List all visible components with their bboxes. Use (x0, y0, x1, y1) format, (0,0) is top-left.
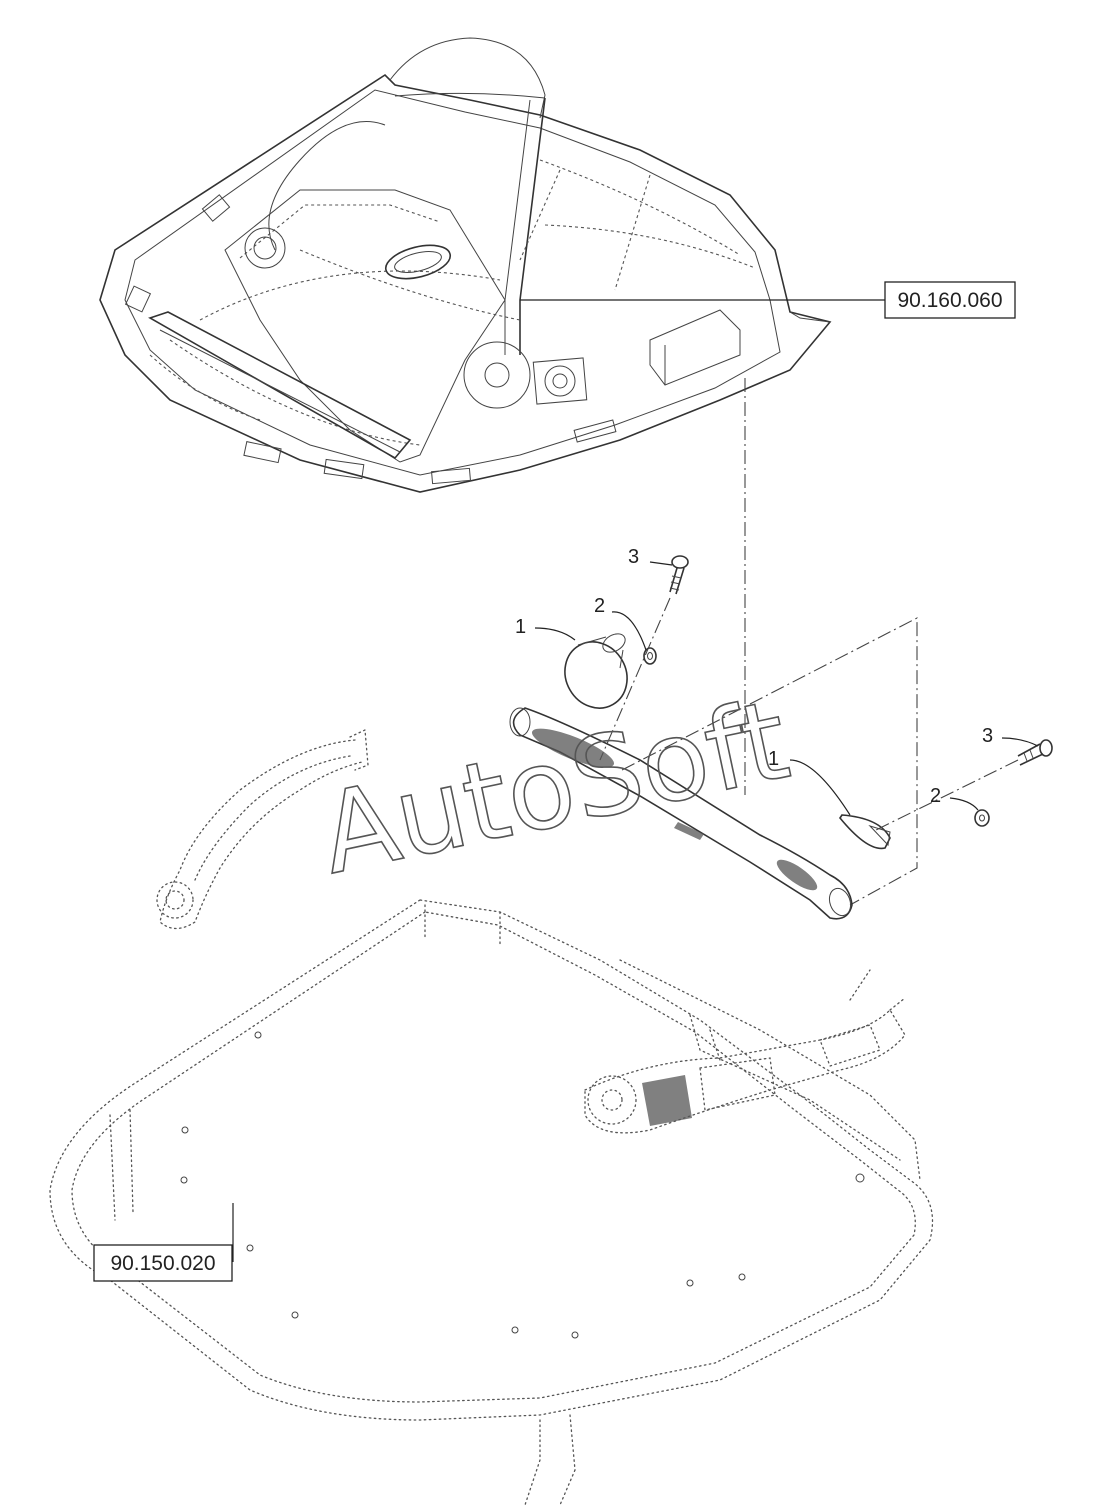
svg-text:90.160.060: 90.160.060 (897, 289, 1002, 312)
screw-right-leader (1001, 737, 1039, 747)
speaker-right-leader (789, 759, 851, 816)
washer-left (643, 647, 657, 665)
right-duct (584, 969, 906, 1134)
air-duct (509, 707, 853, 920)
screw-left (669, 555, 689, 595)
roof-reference-label[interactable]: 90.160.060 (884, 281, 1016, 319)
svg-text:90.150.020: 90.150.020 (110, 1252, 215, 1275)
washer-left-leader (611, 611, 647, 651)
left-fastener-axis (599, 597, 671, 761)
screw-right (1017, 739, 1053, 766)
speaker-left-leader (534, 627, 576, 641)
watermark: AutoSoft (310, 675, 799, 898)
washer-left-callout: 2 (594, 595, 605, 617)
speaker-left-callout: 1 (515, 616, 526, 638)
cab-frame (49, 899, 934, 1506)
speaker-right-callout: 1 (768, 748, 779, 770)
screw-left-leader (649, 561, 673, 566)
washer-right-callout: 2 (930, 785, 941, 807)
right-fastener-axis (875, 759, 1019, 831)
screw-left-callout: 3 (628, 546, 639, 568)
washer-right-leader (949, 797, 979, 811)
speaker-left (564, 633, 628, 709)
washer-right (974, 809, 990, 827)
left-duct (156, 729, 369, 930)
assembly-center-box (621, 617, 918, 906)
speaker-right (839, 814, 891, 850)
roof-panel (99, 37, 832, 493)
frame-reference-label[interactable]: 90.150.020 (93, 1244, 233, 1282)
screw-right-callout: 3 (982, 725, 993, 747)
